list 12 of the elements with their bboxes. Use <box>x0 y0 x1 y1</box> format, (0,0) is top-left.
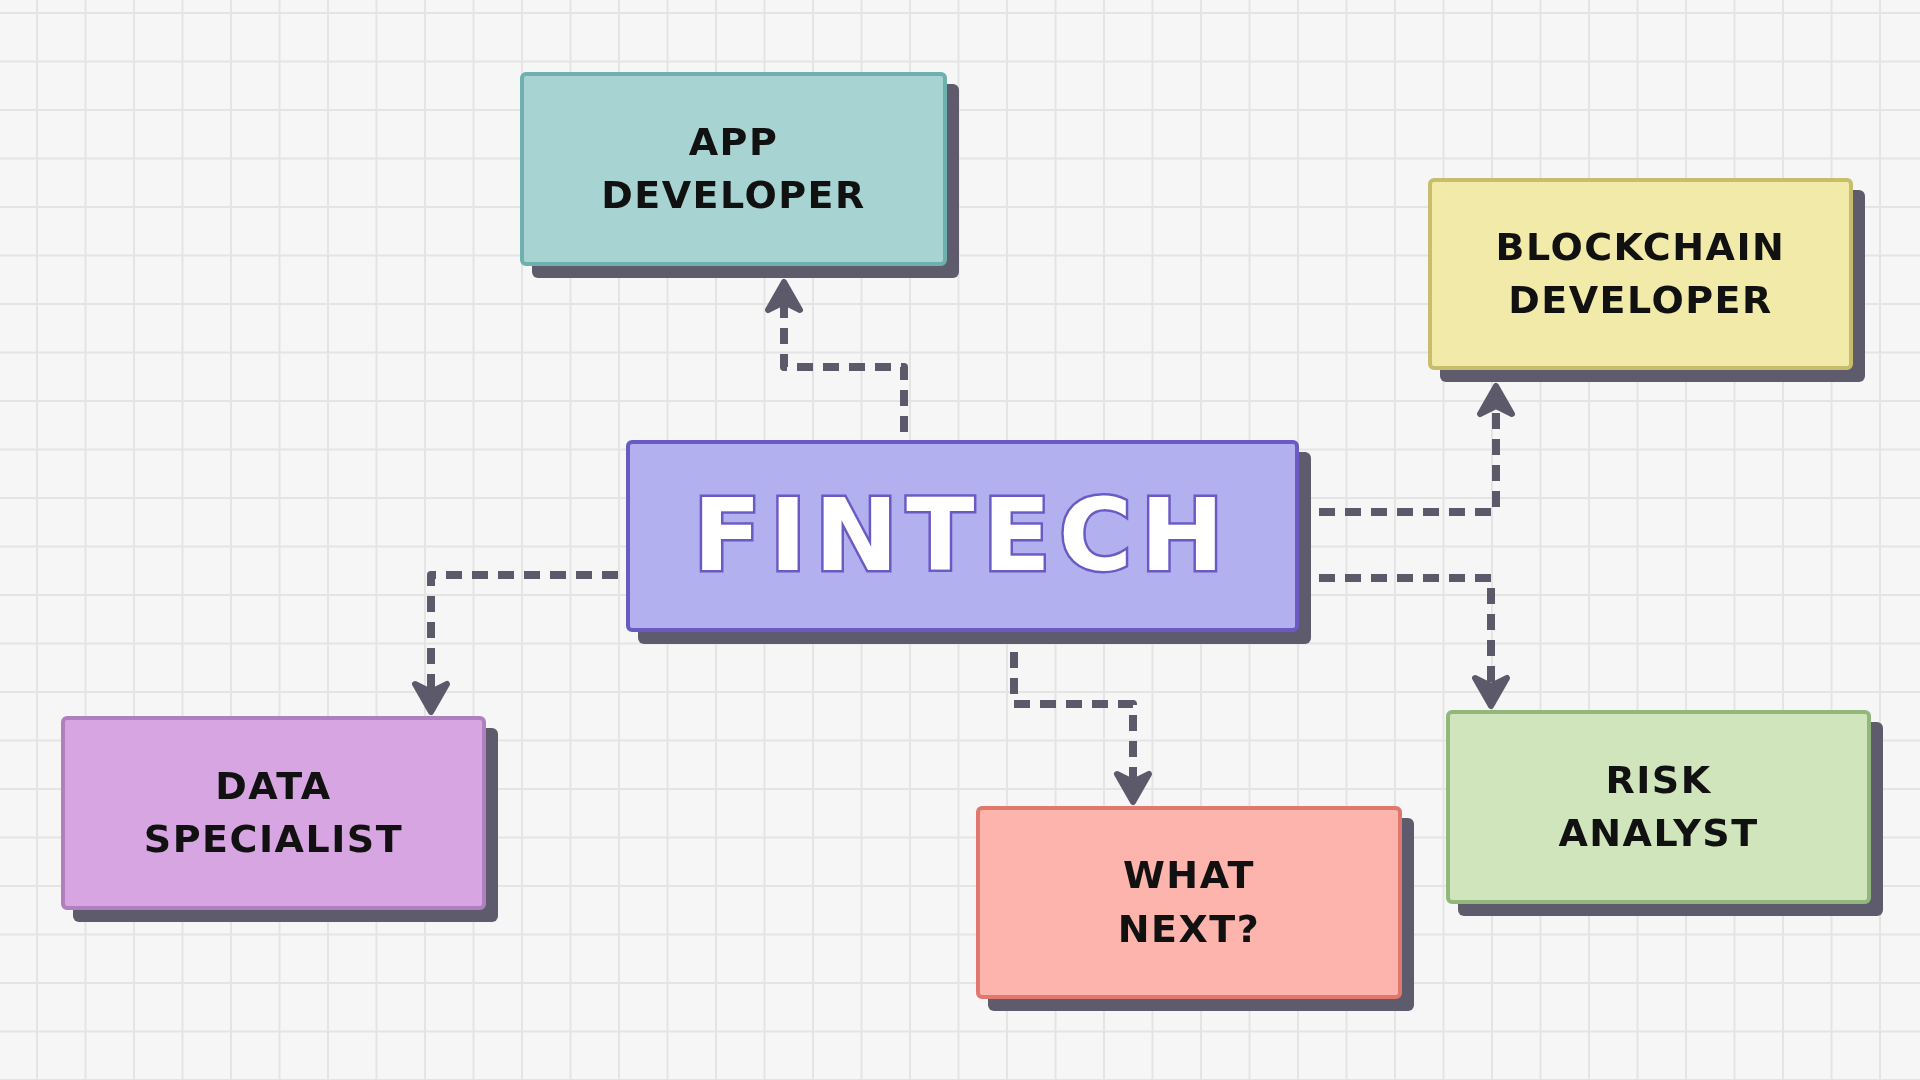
node-label: DATA SPECIALIST <box>142 762 405 863</box>
node-label: WHAT NEXT? <box>1116 852 1262 953</box>
career-box <box>520 72 947 266</box>
node-label: APP DEVELOPER <box>600 118 867 219</box>
title-text: FINTECH <box>693 476 1232 596</box>
central-topic-box <box>626 440 1299 632</box>
career-box <box>1428 178 1853 370</box>
career-box <box>61 716 486 910</box>
node-label: RISK ANALYST <box>1557 756 1760 857</box>
node-label: BLOCKCHAIN DEVELOPER <box>1494 223 1787 324</box>
career-box <box>1446 710 1871 904</box>
career-box <box>976 806 1402 999</box>
